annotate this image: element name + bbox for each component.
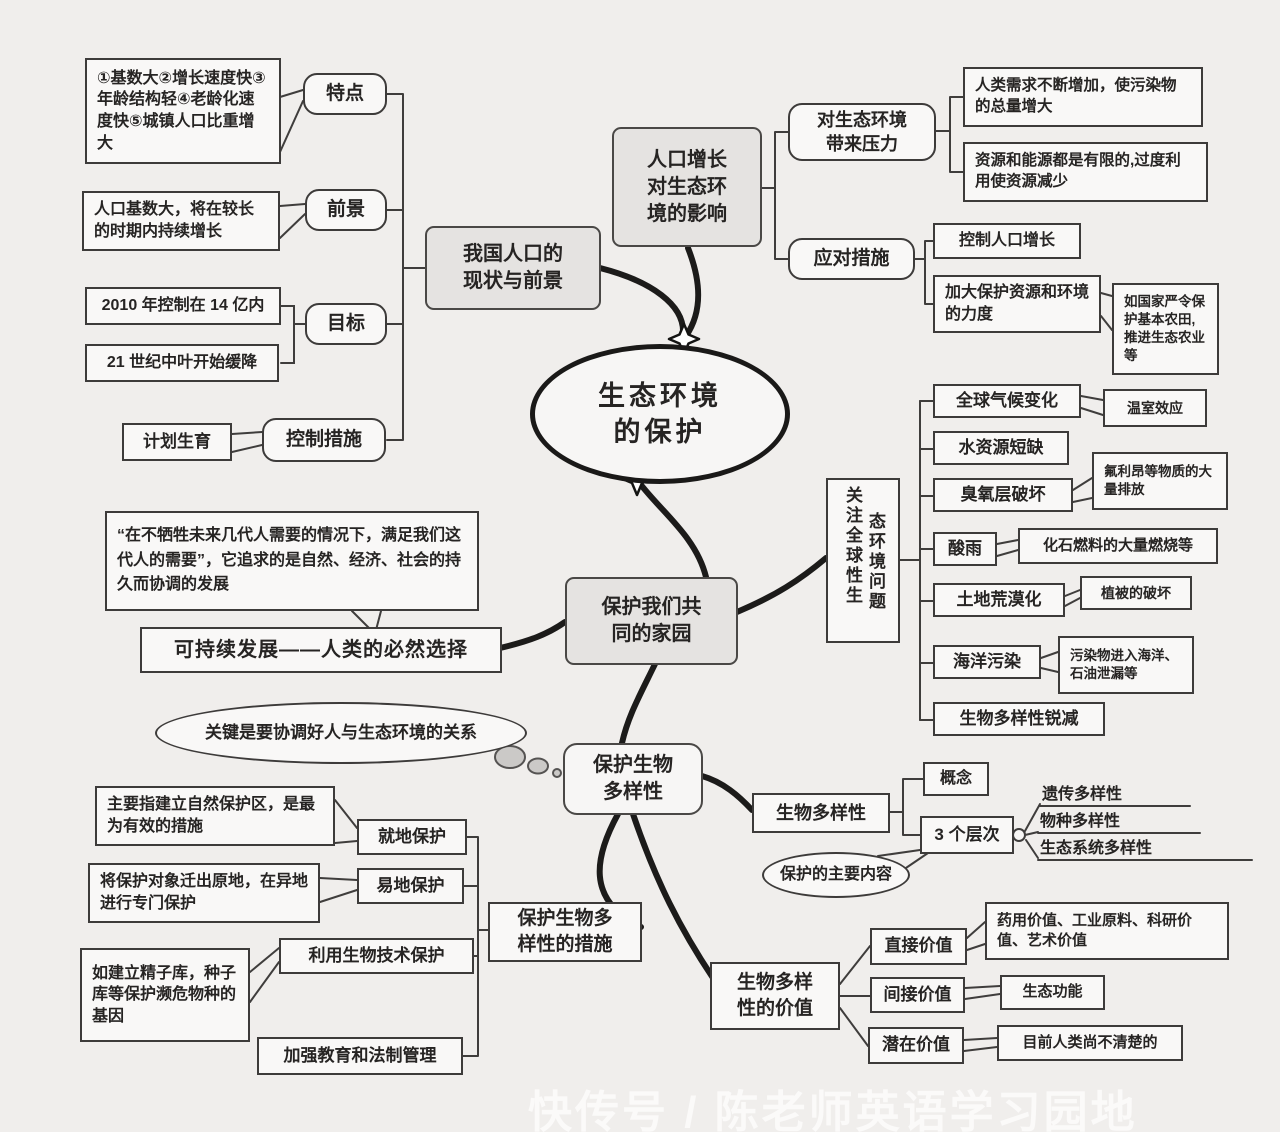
value-direct-note: 药用价值、工业原料、科研价值、艺术价值 — [985, 902, 1229, 960]
biodiversity-concept-label: 概念 — [923, 762, 989, 796]
biodiversity-values-node: 生物多样性的价值 — [710, 962, 840, 1030]
global-problem-desertification: 土地荒漠化 — [933, 583, 1065, 617]
population-prospect-detail: 人口基数大，将在较长的时期内持续增长 — [82, 191, 280, 251]
global-problem-biodiversity-loss: 生物多样性锐减 — [933, 702, 1105, 736]
global-problem-acid-rain-note: 化石燃料的大量燃烧等 — [1018, 528, 1218, 564]
global-problem-water: 水资源短缺 — [933, 431, 1069, 465]
global-problem-climate-note: 温室效应 — [1103, 389, 1207, 427]
measure-ex-situ: 易地保护 — [357, 868, 464, 904]
global-problems-topic: 关注全球性生 态环境问题 — [826, 478, 900, 643]
measure-biotech-note: 如建立精子库，种子库等保护濒危物种的基因 — [80, 948, 250, 1042]
population-goal-detail-2: 21 世纪中叶开始缓降 — [85, 344, 279, 382]
population-control-detail: 计划生育 — [122, 423, 232, 461]
population-prospect-label: 前景 — [305, 189, 387, 231]
homeland-sustainable: 可持续发展——人类的必然选择 — [140, 627, 502, 673]
impact-topic: 人口增长对生态环境的影响 — [612, 127, 762, 247]
biodiversity-level-ecosystem: 生态系统多样性 — [1040, 840, 1153, 857]
biodiversity-level-species: 物种多样性 — [1040, 813, 1121, 830]
global-problems-topic-col2: 态环境问题 — [865, 512, 885, 612]
global-problem-ocean: 海洋污染 — [933, 645, 1041, 679]
impact-pressure-detail-1: 人类需求不断增加，使污染物的总量增大 — [963, 67, 1203, 127]
population-traits-label: 特点 — [303, 73, 387, 115]
population-goal-label: 目标 — [305, 303, 387, 345]
global-problem-ocean-note: 污染物进入海洋、石油泄漏等 — [1058, 636, 1194, 694]
homeland-quote: “在不牺牲未来几代人需要的情况下，满足我们这代人的需要”，它追求的是自然、经济、… — [105, 511, 479, 611]
impact-pressure-detail-2: 资源和能源都是有限的,过度利用使资源减少 — [963, 142, 1208, 202]
biodiversity-levels-label: 3 个层次 — [920, 816, 1014, 854]
watermark: 快传号 / 陈老师英语学习园地 — [528, 1088, 1138, 1132]
value-indirect-note: 生态功能 — [1000, 975, 1105, 1010]
biodiversity-overview-node: 生物多样性 — [752, 793, 890, 833]
center-topic: 生态环境的保护 — [530, 344, 790, 484]
global-problem-acid-rain: 酸雨 — [933, 532, 997, 566]
impact-measures-note: 如国家严令保护基本农田,推进生态农业等 — [1112, 283, 1219, 375]
biodiversity-content-note: 保护的主要内容 — [762, 852, 910, 898]
biodiversity-level-genetic: 遗传多样性 — [1042, 786, 1123, 803]
biodiversity-measures-node: 保护生物多样性的措施 — [488, 902, 642, 962]
value-potential: 潜在价值 — [868, 1027, 964, 1064]
value-direct: 直接价值 — [870, 928, 967, 965]
global-problems-topic-col1: 关注全球性生 — [843, 486, 862, 606]
population-traits-detail: ①基数大②增长速度快③年龄结构轻④老龄化速度快⑤城镇人口比重增大 — [85, 58, 281, 164]
impact-measures-label: 应对措施 — [788, 238, 915, 280]
population-goal-detail-1: 2010 年控制在 14 亿内 — [85, 287, 281, 325]
measure-in-situ: 就地保护 — [357, 819, 467, 855]
impact-pressure-label: 对生态环境带来压力 — [788, 103, 936, 161]
impact-measures-item-1: 控制人口增长 — [933, 223, 1081, 259]
biodiversity-topic: 保护生物多样性 — [563, 743, 703, 815]
measure-ex-situ-note: 将保护对象迁出原地，在异地进行专门保护 — [88, 863, 320, 923]
global-problem-climate: 全球气候变化 — [933, 384, 1081, 418]
center-topic-label: 生态环境的保护 — [598, 380, 722, 447]
measure-biotech: 利用生物技术保护 — [279, 938, 474, 974]
value-indirect: 间接价值 — [870, 977, 965, 1013]
biodiversity-key-point: 关键是要协调好人与生态环境的关系 — [155, 702, 527, 764]
population-control-label: 控制措施 — [262, 418, 386, 462]
global-problem-ozone-note: 氟利昂等物质的大量排放 — [1092, 452, 1228, 510]
homeland-topic: 保护我们共同的家园 — [565, 577, 738, 665]
thought-bubbles-icon — [494, 745, 562, 778]
global-problem-desertification-note: 植被的破坏 — [1080, 576, 1192, 610]
impact-measures-item-2: 加大保护资源和环境的力度 — [933, 275, 1101, 333]
value-potential-note: 目前人类尚不清楚的 — [997, 1025, 1183, 1061]
measure-education: 加强教育和法制管理 — [257, 1037, 463, 1075]
global-problem-ozone: 臭氧层破坏 — [933, 478, 1073, 512]
population-topic: 我国人口的现状与前景 — [425, 226, 601, 310]
measure-in-situ-note: 主要指建立自然保护区，是最为有效的措施 — [95, 786, 335, 846]
